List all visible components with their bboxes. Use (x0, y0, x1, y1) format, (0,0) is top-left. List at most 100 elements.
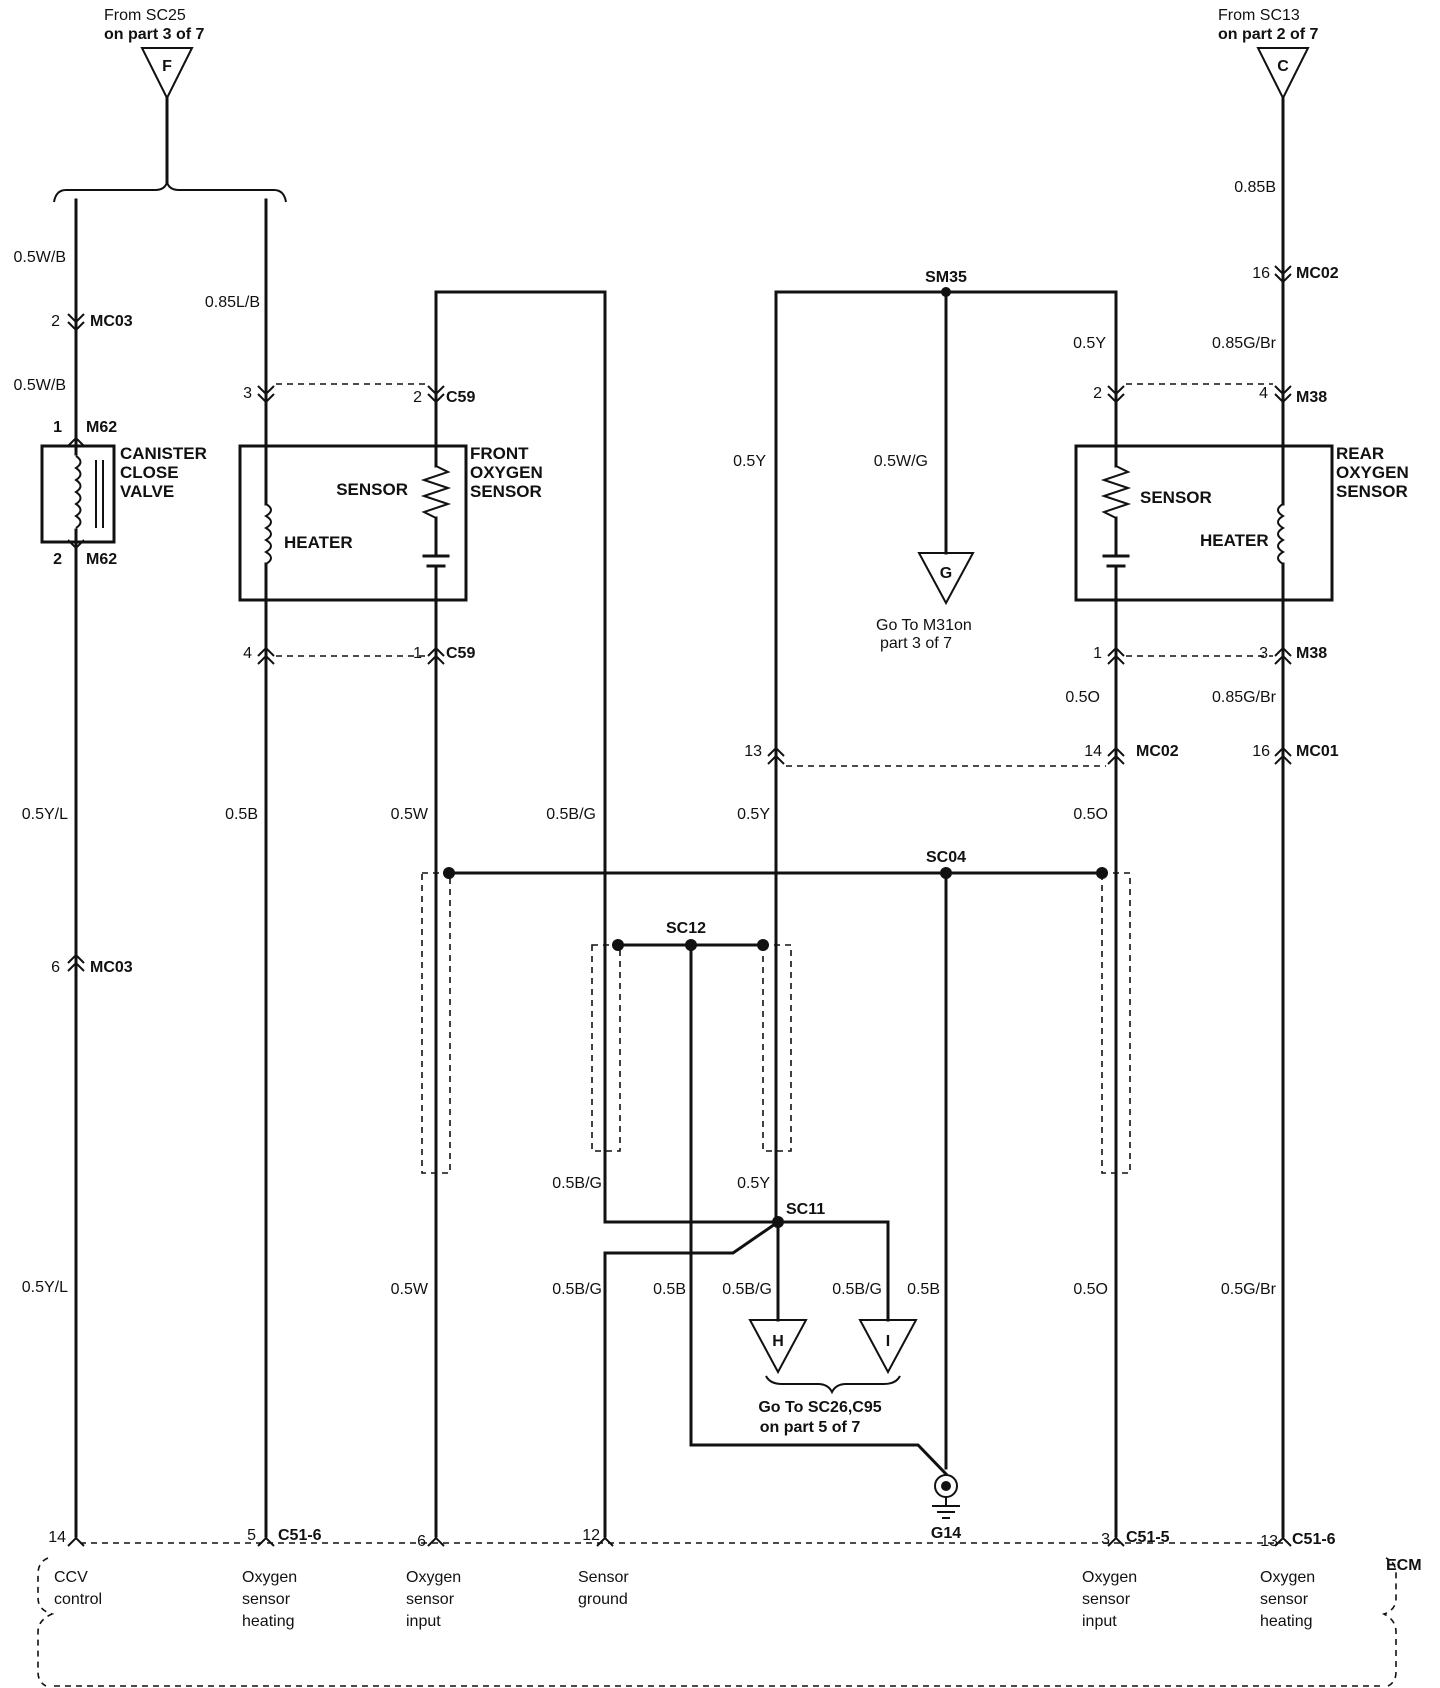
ecm-pin-ccv-label-1: CCV (54, 1569, 88, 1586)
ecm-pin-o2-heating-2-label-2: sensor (1260, 1591, 1309, 1608)
front-o2-label-2: OXYGEN (470, 463, 543, 482)
ecm-pin-o2-input-1-label-2: sensor (406, 1591, 455, 1608)
svg-text:14: 14 (48, 1529, 66, 1546)
svg-text:0.5Y: 0.5Y (1073, 335, 1106, 352)
svg-text:0.5W/G: 0.5W/G (874, 453, 928, 470)
connector-label-c51-6-right: C51-6 (1292, 1531, 1336, 1548)
svg-text:5: 5 (247, 1527, 256, 1544)
offpage-c-triangle (1256, 47, 1310, 101)
offpage-i-letter: I (886, 1333, 890, 1350)
rear-sensor-label: SENSOR (1140, 488, 1212, 507)
offpage-g-note1: Go To M31on (876, 617, 972, 634)
offpage-c-letter: C (1277, 58, 1289, 75)
front-sensor-resistor-icon (420, 465, 452, 519)
offpage-f-triangle (140, 47, 194, 101)
front-o2-box (238, 444, 468, 602)
connector-label-mc01: MC01 (1296, 743, 1339, 760)
svg-text:0.85B: 0.85B (1234, 179, 1276, 196)
connector-label-c51-5: C51-5 (1126, 1529, 1170, 1546)
canister-label-3: VALVE (120, 482, 174, 501)
wire-sc12-to-ground (689, 943, 949, 1477)
svg-text:0.5B/G: 0.5B/G (832, 1281, 882, 1298)
shield-front-sensor (421, 872, 451, 1174)
offpage-i-triangle (858, 1319, 918, 1375)
canister-label-2: CLOSE (120, 463, 179, 482)
ecm-module: ECM CCV control Oxygen sensor heating Ox… (37, 1557, 1422, 1687)
offpage-h-letter: H (772, 1333, 784, 1350)
offpage-connector-f: From SC25 on part 3 of 7 F (104, 7, 205, 101)
svg-text:13: 13 (744, 743, 762, 760)
splice-dot-sc04-right (1096, 867, 1108, 879)
ecm-pin-sensor-ground-label-1: Sensor (578, 1569, 629, 1586)
connector-label-mc03-top: MC03 (90, 313, 133, 330)
offpage-hi-note1: Go To SC26,C95 (758, 1399, 881, 1416)
svg-text:0.5B/G: 0.5B/G (552, 1175, 602, 1192)
ecm-pin-o2-input-2-label-1: Oxygen (1082, 1569, 1137, 1586)
ecm-pin-o2-input-1-label-3: input (406, 1613, 441, 1630)
splice-label-sc04: SC04 (926, 849, 966, 866)
front-oxygen-sensor: SENSOR HEATER (238, 444, 468, 602)
offpage-g-letter: G (940, 565, 952, 582)
rear-o2-label-1: REAR (1336, 444, 1384, 463)
connector-label-mc02-bottom: MC02 (1136, 743, 1179, 760)
ecm-label: ECM (1386, 1557, 1422, 1574)
ground-label: G14 (931, 1525, 961, 1542)
connector-labels: 2 MC03 1 M62 2 M62 3 2 C59 4 1 C59 6 MC0… (48, 265, 1339, 1550)
svg-text:0.5O: 0.5O (1065, 689, 1100, 706)
connector-label-m62-top: M62 (86, 419, 117, 436)
front-o2-label-3: SENSOR (470, 482, 542, 501)
svg-text:0.5Y: 0.5Y (733, 453, 766, 470)
wire-labels: 0.5W/B 0.5W/B 0.85L/B 0.5Y/L 0.5Y/L 0.5B… (14, 179, 1277, 1298)
shield-sc12-left (591, 944, 621, 1152)
splice-dot-sc12-left (612, 939, 624, 951)
svg-text:0.5B: 0.5B (653, 1281, 686, 1298)
ecm-pin-o2-heating-1-label-1: Oxygen (242, 1569, 297, 1586)
splice-dot-sc11 (772, 1216, 784, 1228)
offpage-g-note2: part 3 of 7 (880, 635, 952, 652)
canister-close-valve (40, 436, 116, 550)
ecm-pin-o2-input-2-label-3: input (1082, 1613, 1117, 1630)
brace-hi (765, 1375, 901, 1395)
svg-text:0.5B/G: 0.5B/G (722, 1281, 772, 1298)
rear-heater-label: HEATER (1200, 531, 1269, 550)
ecm-pin-ccv-label-2: control (54, 1591, 102, 1608)
svg-text:0.5B: 0.5B (907, 1281, 940, 1298)
svg-text:12: 12 (582, 1527, 600, 1544)
svg-text:0.5B/G: 0.5B/G (546, 806, 596, 823)
wire-front-sensor-ground (434, 290, 780, 1224)
offpage-connector-h: H (748, 1319, 808, 1375)
svg-text:0.5Y: 0.5Y (737, 1175, 770, 1192)
svg-text:0.5W: 0.5W (391, 806, 429, 823)
offpage-h-triangle (748, 1319, 808, 1375)
offpage-hi-note2: on part 5 of 7 (760, 1419, 861, 1436)
connector-label-mc02-top: MC02 (1296, 265, 1339, 282)
ecm-pin-sensor-ground-label-2: ground (578, 1591, 628, 1608)
ecm-pin-o2-input-2-label-2: sensor (1082, 1591, 1131, 1608)
svg-text:1: 1 (53, 419, 62, 436)
svg-text:0.5Y/L: 0.5Y/L (22, 1279, 68, 1296)
offpage-f-note2: on part 3 of 7 (104, 26, 205, 43)
offpage-f-letter: F (162, 58, 172, 75)
offpage-c-note1: From SC13 (1218, 7, 1300, 24)
svg-text:3: 3 (1259, 645, 1268, 662)
svg-text:0.5B: 0.5B (225, 806, 258, 823)
svg-text:0.5W: 0.5W (391, 1281, 429, 1298)
svg-text:0.5O: 0.5O (1073, 806, 1108, 823)
svg-text:0.85G/Br: 0.85G/Br (1212, 689, 1277, 706)
svg-text:13: 13 (1260, 1533, 1278, 1550)
svg-text:0.5W/B: 0.5W/B (14, 377, 66, 394)
front-sensor-label: SENSOR (336, 480, 408, 499)
brace-f (53, 181, 287, 203)
wire-sensor-ground (603, 1219, 781, 1538)
rear-o2-box (1074, 444, 1334, 602)
svg-text:4: 4 (1259, 385, 1268, 402)
splice-dot-sc12-mid (685, 939, 697, 951)
connector-label-c51-6-left: C51-6 (278, 1527, 322, 1544)
shield-rear-sensor (1101, 872, 1131, 1174)
offpage-connector-c: From SC13 on part 2 of 7 C (1218, 7, 1319, 101)
connector-label-c59-top: C59 (446, 389, 475, 406)
splice-label-sm35: SM35 (925, 269, 967, 286)
ground-g14: G14 (931, 1474, 961, 1542)
